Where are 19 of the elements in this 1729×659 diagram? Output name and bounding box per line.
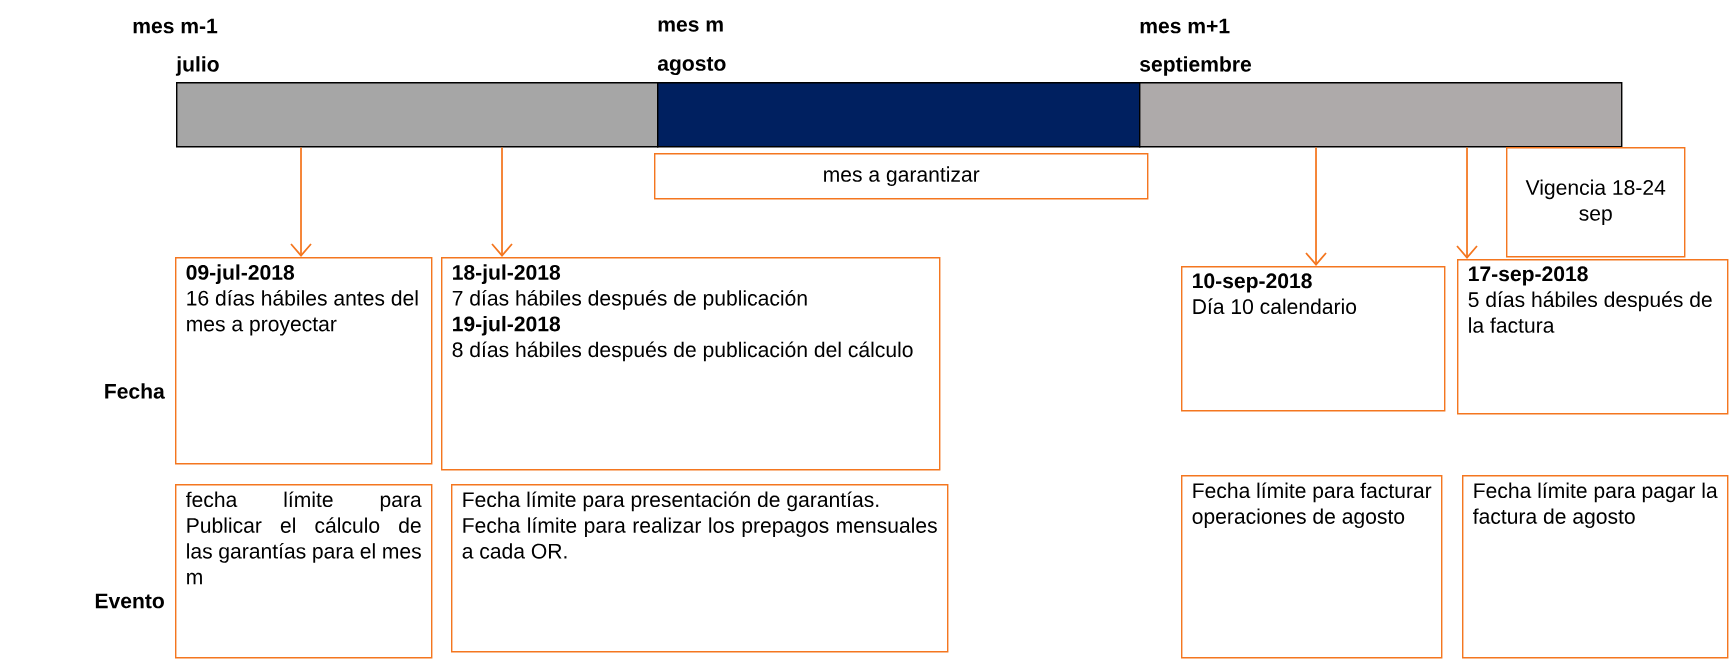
- month-label: mes m: [658, 20, 723, 32]
- arrow: [290, 146, 312, 257]
- period-box: Vigencia 18-24 sep: [1506, 147, 1686, 258]
- month-label: septiembre: [1140, 56, 1252, 76]
- arrow: [1456, 146, 1478, 259]
- month-label: mes m-1: [133, 18, 218, 34]
- event-box: Fecha límite para presentación de garantías. Fecha límite para realizar los prepagos mensuales a cada OR.: [451, 484, 949, 653]
- date-box: 09-jul-2018 16 días hábiles antes del mes a proyectar: [175, 257, 433, 465]
- event-box: fecha límite para Publicar el cálculo de las garantías para el mes m: [175, 484, 433, 659]
- event-box: Fecha límite para facturar operaciones de agosto: [1181, 475, 1443, 659]
- month-label: julio: [175, 56, 219, 76]
- date-box: 10-sep-2018 Día 10 calendario: [1181, 266, 1446, 412]
- arrow: [491, 146, 513, 257]
- month-label: agosto: [657, 56, 726, 76]
- event-box: Fecha límite para pagar la factura de agosto: [1462, 475, 1729, 659]
- arrow: [1305, 146, 1327, 266]
- month-label: mes m+1: [1140, 18, 1230, 34]
- period-box: mes a garantizar: [654, 153, 1149, 200]
- date-box: 18-jul-2018 7 días hábiles después de publicación 19-jul-2018 8 días hábiles después de publicación del cálculo: [441, 257, 941, 471]
